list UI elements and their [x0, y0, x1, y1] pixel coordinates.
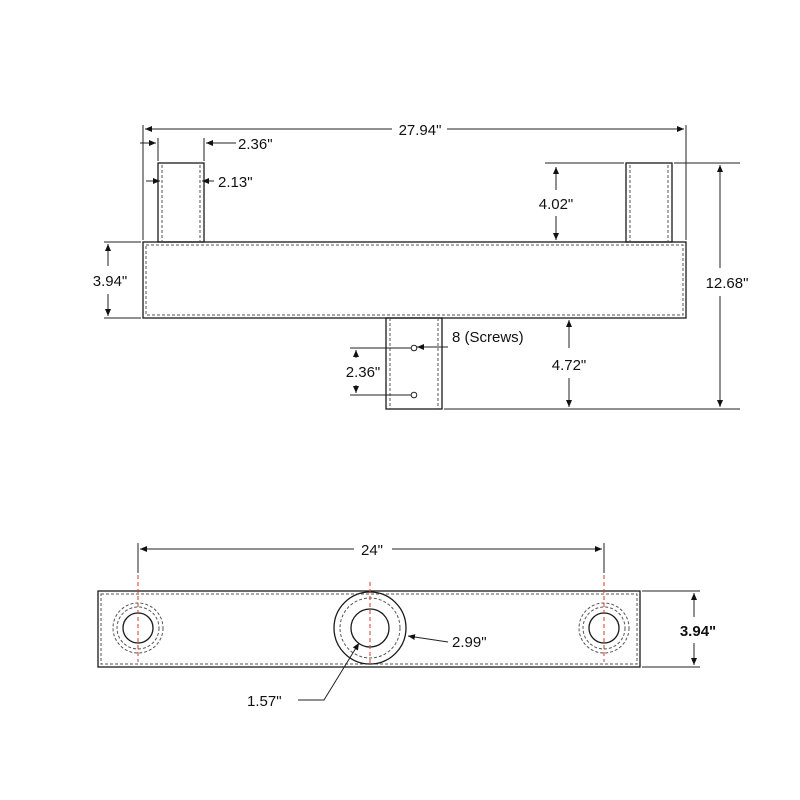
tenon-height-label: 4.72"	[552, 357, 587, 374]
inner-diameter-label: 1.57"	[247, 693, 282, 710]
post-width-label: 2.36"	[238, 136, 273, 153]
post-wall-label: 2.13"	[218, 174, 253, 191]
screw-hole-lower	[410, 391, 418, 399]
overall-height-label: 12.68"	[706, 275, 749, 292]
screws-label: 8 (Screws)	[452, 329, 524, 346]
hole-spacing-label: 24"	[361, 542, 383, 559]
bottom-bar	[97, 590, 641, 668]
screw-hole-upper	[410, 344, 418, 352]
overall-width-label: 27.94"	[399, 122, 442, 139]
crossbar	[142, 241, 687, 319]
bar-depth-label: 3.94"	[680, 623, 716, 640]
right-post	[625, 162, 673, 243]
bottom-view: 24" 3.94" 2.99" 1.57"	[97, 542, 716, 710]
front-view: 27.94" 2.36" 2.13" 4.02" 3.94" 12.68" 8 …	[93, 122, 749, 410]
outer-diameter-label: 2.99"	[452, 634, 487, 651]
bar-height-label: 3.94"	[93, 273, 128, 290]
crossbar-hidden-edge	[145, 244, 684, 316]
tenon	[385, 317, 443, 410]
bottom-bar-hidden-edge	[100, 593, 638, 665]
left-post	[157, 162, 205, 243]
screw-spacing-label: 2.36"	[346, 364, 381, 381]
post-height-label: 4.02"	[539, 196, 574, 213]
